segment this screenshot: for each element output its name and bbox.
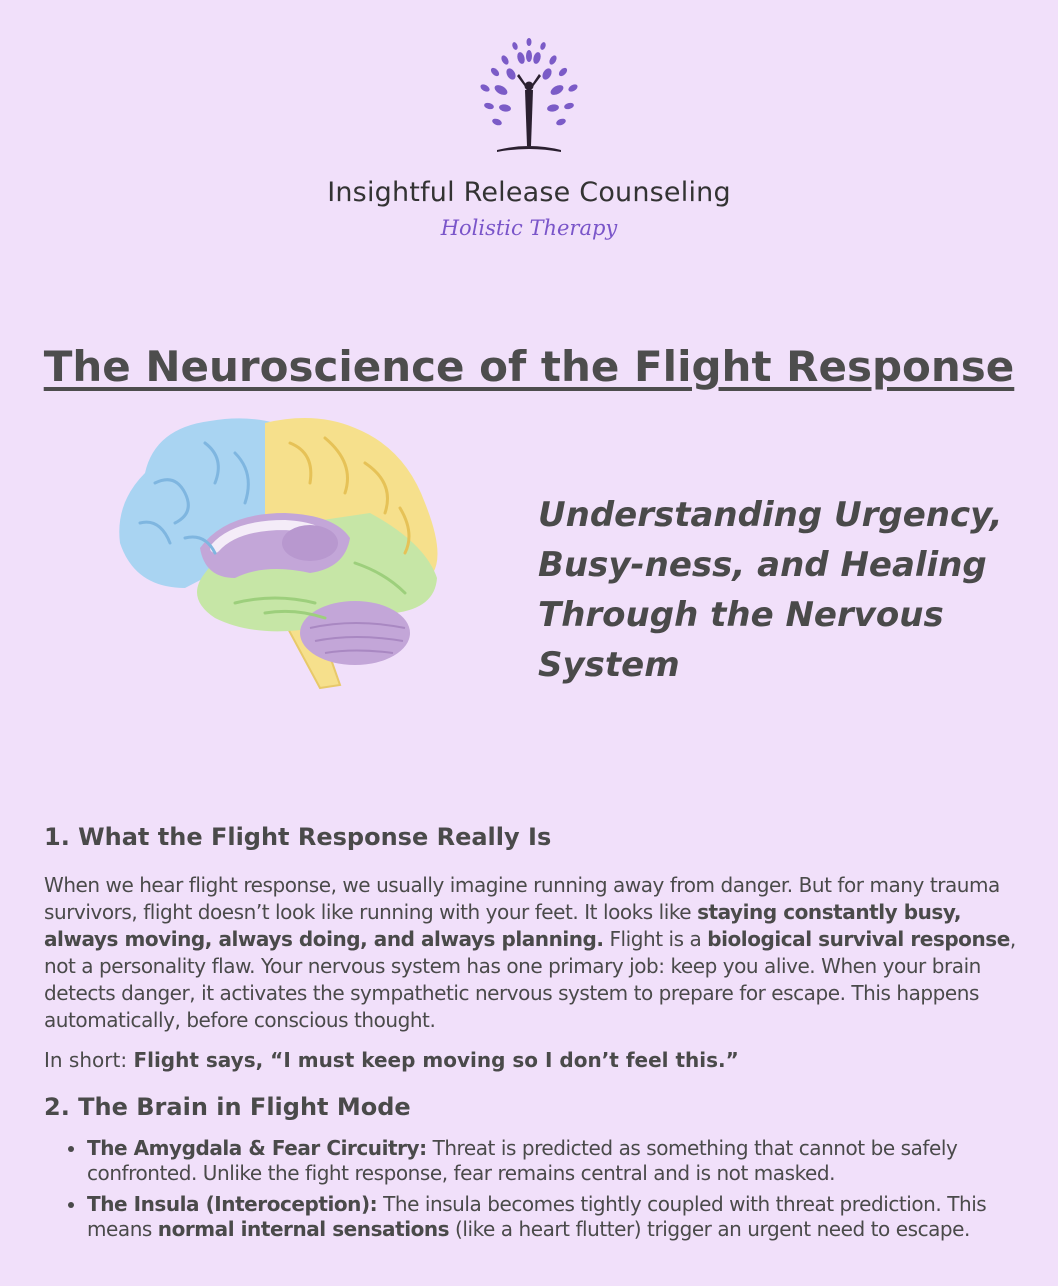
bullet-list: The Amygdala & Fear Circuitry: Threat is… xyxy=(44,1136,1019,1242)
bold-text: biological survival response xyxy=(707,927,1010,951)
text-run: , not a personality flaw. Your nervous s… xyxy=(44,927,1016,1032)
text-run: Flight is a xyxy=(603,927,708,951)
tree-of-life-person-icon xyxy=(480,38,578,152)
text-run: (like a heart flutter) trigger an urgent… xyxy=(449,1217,970,1241)
list-item: The Amygdala & Fear Circuitry: Threat is… xyxy=(87,1136,1019,1186)
article-body: 1. What the Flight Response Really Is Wh… xyxy=(44,820,1019,1248)
page-subtitle: Understanding Urgency, Busy-ness, and He… xyxy=(538,495,1003,685)
bold-text: The Insula (Interoception): xyxy=(87,1192,378,1216)
bold-text: The Amygdala & Fear Circuitry: xyxy=(87,1136,427,1160)
bold-text: staying constantly busy, always moving, … xyxy=(44,900,962,951)
text-run: The insula becomes tightly coupled with … xyxy=(87,1192,987,1241)
section1-summary: In short: Flight says, “I must keep movi… xyxy=(44,1047,1019,1074)
section-heading-flight-response: 1. What the Flight Response Really Is xyxy=(44,823,552,851)
brand-logo: Insightful Release Counseling Holistic T… xyxy=(0,34,1058,240)
bold-text: normal internal sensations xyxy=(157,1217,450,1241)
text-run: When we hear flight response, we usually… xyxy=(44,873,1000,924)
list-item: The Insula (Interoception): The insula b… xyxy=(87,1192,1019,1242)
page-title: The Neuroscience of the Flight Response xyxy=(43,342,1015,391)
section1-paragraph: When we hear flight response, we usually… xyxy=(44,872,1019,1034)
text-run: In short: xyxy=(44,1048,134,1072)
brand-name: Insightful Release Counseling xyxy=(327,177,731,208)
section-heading-brain-flight-mode: 2. The Brain in Flight Mode xyxy=(44,1093,411,1121)
brand-tagline: Holistic Therapy xyxy=(440,216,618,240)
bold-text: Flight says, “I must keep moving so I do… xyxy=(133,1048,739,1072)
brain-illustration xyxy=(119,418,438,690)
text-run: Threat is predicted as something that ca… xyxy=(87,1136,958,1185)
